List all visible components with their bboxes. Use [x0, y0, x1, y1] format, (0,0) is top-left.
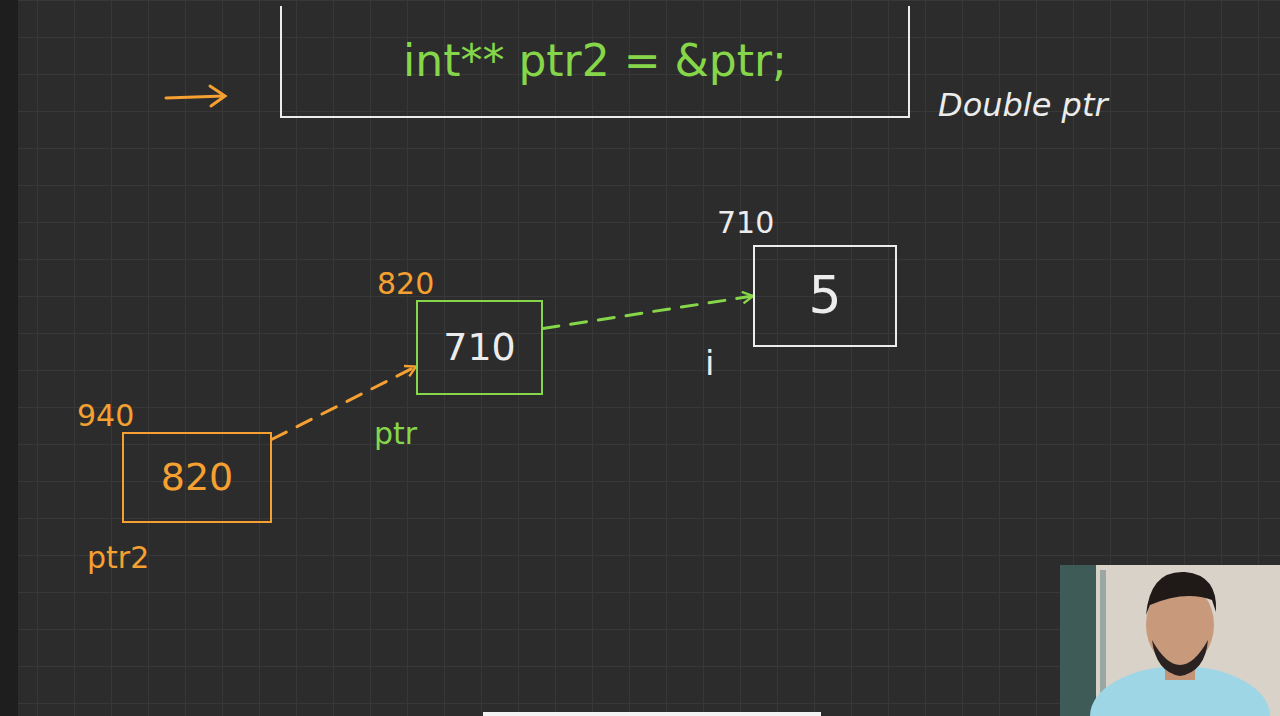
value-box: 5710i: [753, 245, 897, 347]
stored-value: 820: [161, 457, 234, 499]
pointer-box: 710820ptr: [416, 300, 543, 395]
code-box: int** ptr2 = &ptr;: [280, 6, 910, 118]
address-label: 710: [717, 206, 774, 239]
address-label: 940: [77, 399, 134, 432]
variable-name: i: [705, 345, 714, 382]
webcam-overlay: [1060, 565, 1280, 716]
pointer-arrow: [543, 296, 753, 329]
progress-bar: [483, 712, 821, 716]
stored-value: 710: [443, 327, 516, 369]
code-statement: int** ptr2 = &ptr;: [403, 37, 787, 85]
stored-value: 5: [808, 267, 841, 324]
pointer-box: 820940ptr2: [122, 432, 272, 523]
pointer-arrow: [166, 86, 225, 106]
note-label: Double ptr: [938, 88, 1108, 123]
variable-name: ptr: [374, 417, 417, 450]
address-label: 820: [377, 267, 434, 300]
variable-name: ptr2: [87, 541, 149, 574]
left-band: [0, 0, 18, 716]
